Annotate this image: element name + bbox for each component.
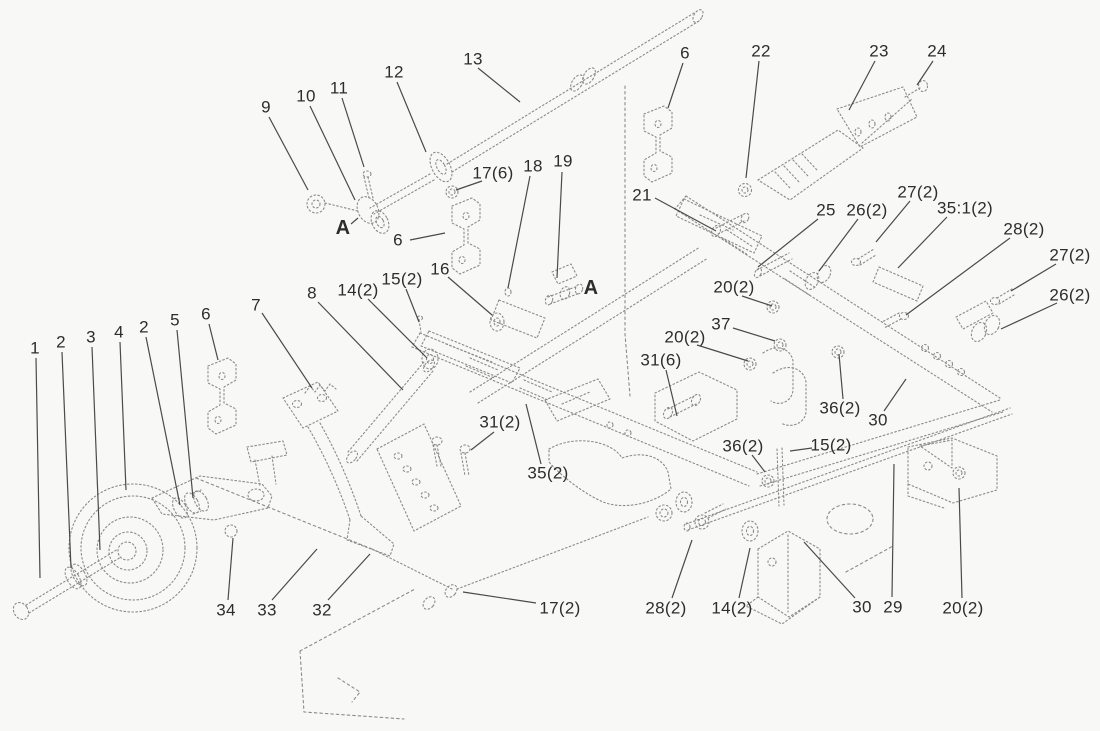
screws [431, 436, 471, 477]
leader-line-15(2) [789, 447, 813, 452]
caster-arm [151, 440, 288, 538]
wheel-spacers [172, 489, 209, 519]
leader-line-37 [732, 327, 776, 342]
leader-line-24 [916, 60, 934, 86]
leader-line-16 [447, 276, 493, 316]
leader-line-6 [409, 232, 446, 241]
leader-line-17(6) [455, 180, 483, 191]
leader-line-27(2) [1010, 263, 1057, 292]
leader-line-29 [891, 463, 895, 598]
latch-handle [544, 378, 672, 507]
leader-line-23 [848, 60, 876, 111]
leader-lines [35, 60, 1058, 604]
leader-line-4 [119, 341, 127, 491]
flange-nuts [445, 182, 753, 199]
leader-line-15(2) [405, 288, 420, 323]
leader-line-11 [341, 97, 365, 168]
leader-line-6 [208, 323, 219, 361]
leader-line-1 [35, 357, 41, 579]
leader-line-36(2) [838, 353, 844, 400]
leader-line-8 [317, 301, 404, 391]
stabilizer-rod [683, 407, 1013, 532]
leader-line-A [350, 217, 359, 225]
adjustment-rod-and-pins [371, 516, 649, 610]
leader-line-34 [227, 537, 234, 601]
leader-line-20(2) [958, 487, 963, 599]
leader-line-26(2) [818, 218, 859, 272]
leader-line-14(2) [738, 547, 751, 599]
height-adjustment-plate [376, 423, 462, 532]
leader-line-28(2) [905, 237, 1011, 316]
hardware-cluster [655, 248, 1015, 542]
caster-mount-center [745, 530, 821, 625]
hanger-brackets [207, 105, 673, 435]
axle-bolt [12, 548, 122, 621]
leader-line-20(2) [741, 295, 773, 307]
leader-line-35(2) [525, 403, 542, 465]
leader-line-3 [91, 346, 101, 551]
leader-line-22 [745, 60, 760, 179]
leader-line-35:1(2) [897, 216, 948, 269]
leader-line-2 [145, 336, 181, 506]
leader-line-14(2) [367, 298, 428, 359]
caster-wheel [68, 483, 198, 613]
leader-line-33 [271, 548, 318, 601]
leader-line-30 [803, 541, 856, 599]
leader-line-25 [757, 218, 819, 268]
leader-line-30 [883, 378, 907, 412]
leader-line-31(6) [665, 369, 678, 417]
left-lift-channel [411, 330, 758, 487]
leader-line-2 [61, 351, 72, 569]
rear-channel [756, 399, 1004, 487]
leader-line-12 [396, 81, 427, 153]
leader-line-20(2) [696, 344, 749, 362]
leader-line-13 [477, 67, 521, 103]
latch-clips [762, 347, 807, 426]
frame-cross-member [469, 246, 709, 404]
pivot-bracket [654, 371, 738, 442]
leader-line-17(2) [462, 591, 537, 604]
right-lift-channel [674, 195, 1001, 413]
front-hanger-plate [675, 198, 763, 254]
lift-arm [282, 381, 395, 557]
lift-rod [306, 9, 704, 234]
leader-line-5 [176, 329, 194, 499]
lift-link [346, 359, 435, 464]
leader-line-19 [556, 171, 563, 279]
leader-line-21 [654, 197, 717, 232]
parts-drawing [12, 9, 1015, 720]
leader-line-9 [268, 116, 309, 191]
caster-mount-right [907, 437, 998, 509]
deck-outline [195, 85, 894, 720]
leader-line-28(2) [671, 539, 693, 599]
leader-line-26(2) [1000, 302, 1058, 330]
front-pivot [416, 263, 584, 370]
spring-damper [757, 79, 929, 201]
leader-line-36(2) [751, 454, 766, 473]
leader-line-10 [309, 105, 356, 201]
leader-line-7 [261, 312, 313, 389]
leader-line-27(2) [875, 200, 911, 243]
leader-line-6 [667, 62, 684, 109]
leader-line-18 [507, 175, 531, 289]
leader-line-32 [327, 553, 371, 601]
leader-line-31(2) [470, 431, 495, 451]
